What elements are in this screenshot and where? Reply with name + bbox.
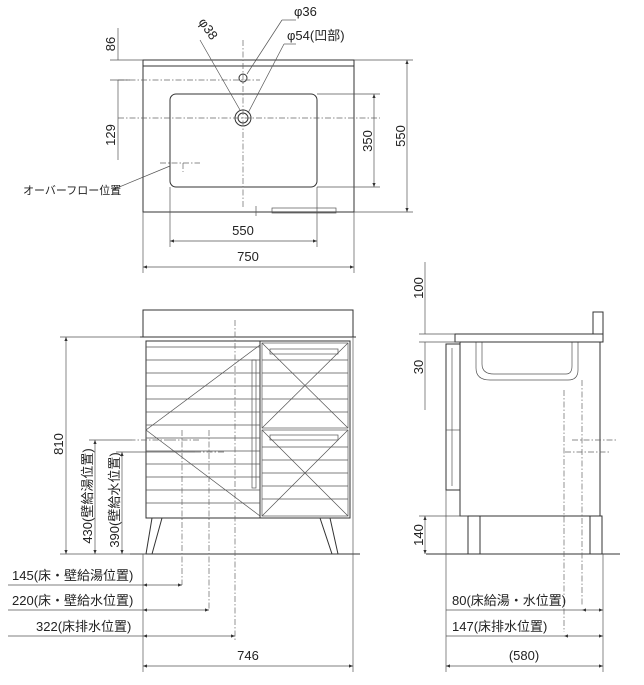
dim-80-label: 80(床給湯・水位置) — [452, 593, 566, 608]
faucet-hole — [238, 73, 248, 83]
phi54-label: φ54(凹部) — [287, 28, 345, 43]
dim-322-label: 322(床排水位置) — [36, 619, 131, 634]
upper-drawer-x2 — [261, 342, 349, 429]
side-cabinet — [459, 341, 601, 517]
dim-140-label: 140 — [411, 524, 426, 546]
phi38-leader — [199, 39, 241, 111]
top-basin-outline — [169, 93, 318, 188]
front-countertop — [142, 309, 354, 338]
left-door-handle — [251, 359, 257, 489]
front-cabinet-body — [145, 340, 351, 519]
overflow-leader — [111, 165, 171, 191]
dim-145-label: 145(床・壁給湯位置) — [12, 568, 133, 583]
top-counter-outline — [142, 59, 355, 213]
dim-30-label: 30 — [411, 360, 426, 374]
phi36-leader — [246, 19, 283, 75]
side-basin-inner — [481, 342, 573, 375]
front-view: 810 430(壁給湯位置) 390(壁給水位置) 145(床・壁給湯位置) 2… — [8, 309, 360, 672]
phi38-label: φ38 — [196, 15, 221, 42]
side-door-profile — [445, 343, 461, 491]
top-view: 86 129 350 550 550 750 φ38 φ36 φ54(凹部) オ… — [23, 4, 413, 273]
side-basin — [475, 342, 579, 381]
lower-drawer-handle — [269, 434, 339, 441]
dim-580-label: (580) — [509, 648, 539, 663]
dim-430-label: 430(壁給湯位置) — [80, 448, 95, 543]
left-door-swing-mark — [145, 344, 261, 517]
dim-550h-label: 550 — [232, 223, 254, 238]
side-view: 100 30 140 80(床給湯・水位置) 147(床排水位置) (580) — [411, 262, 620, 672]
front-right-leg — [319, 517, 339, 555]
side-counter-top — [455, 311, 604, 337]
dim-129-label: 129 — [103, 124, 118, 146]
dim-86-label: 86 — [103, 37, 118, 51]
side-countertop — [454, 333, 604, 343]
towel-bar — [271, 207, 337, 214]
dim-100-label: 100 — [411, 277, 426, 299]
side-front-leg — [467, 515, 481, 555]
dim-220-label: 220(床・壁給水位置) — [12, 593, 133, 608]
upper-drawer — [261, 342, 349, 429]
dim-550v-label: 550 — [393, 125, 408, 147]
left-door-slats — [146, 346, 260, 504]
dim-746-label: 746 — [237, 648, 259, 663]
phi36-label: φ36 — [294, 4, 317, 19]
dim-147-label: 147(床排水位置) — [452, 619, 547, 634]
right-drawer-slats — [262, 359, 348, 500]
dim-810-label: 810 — [51, 433, 66, 455]
dim-390-label: 390(壁給水位置) — [107, 452, 122, 547]
phi54-leader — [247, 43, 285, 114]
overflow-label: オーバーフロー位置 — [23, 183, 121, 197]
upper-drawer-handle — [269, 348, 339, 355]
dim-750-label: 750 — [237, 249, 259, 264]
side-back-leg — [589, 515, 603, 555]
front-left-leg — [145, 517, 163, 555]
dim-350-label: 350 — [360, 130, 375, 152]
lower-drawer-x2 — [261, 429, 349, 517]
